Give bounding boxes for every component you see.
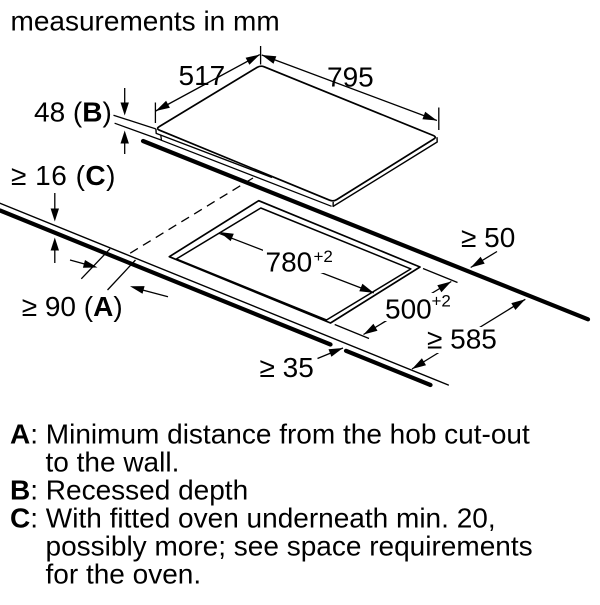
svg-text:possibly more; see space requi: possibly more; see space requirements [46, 530, 533, 561]
svg-text:48 (B): 48 (B) [34, 97, 112, 128]
svg-text:B: Recessed depth: B: Recessed depth [10, 474, 248, 505]
svg-text:≥ 50: ≥ 50 [461, 222, 515, 253]
svg-text:A: Minimum distance from the h: A: Minimum distance from the hob cut-out [10, 418, 530, 449]
svg-text:≥ 585: ≥ 585 [427, 324, 497, 355]
svg-text:780: 780 [266, 247, 313, 278]
svg-text:≥ 35: ≥ 35 [260, 352, 314, 383]
svg-text:+2: +2 [432, 292, 451, 311]
svg-text:500: 500 [385, 294, 432, 325]
svg-text:+2: +2 [314, 247, 333, 266]
svg-text:≥ 16 (C): ≥ 16 (C) [11, 160, 116, 191]
svg-text:517: 517 [179, 60, 226, 91]
svg-text:795: 795 [327, 62, 374, 93]
svg-text:≥ 90 (A): ≥ 90 (A) [22, 291, 123, 322]
svg-text:C: With fitted oven underneath: C: With fitted oven underneath min. 20, [10, 502, 496, 533]
svg-text:to the wall.: to the wall. [46, 446, 180, 477]
svg-text:measurements in mm: measurements in mm [11, 5, 280, 36]
svg-text:for the oven.: for the oven. [46, 558, 202, 589]
